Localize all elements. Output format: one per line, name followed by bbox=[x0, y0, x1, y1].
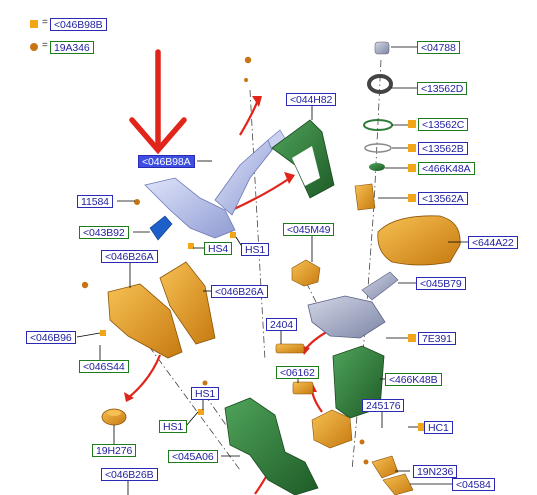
leader-markers bbox=[408, 120, 426, 431]
ring-13562b-part[interactable] bbox=[364, 143, 392, 153]
ring-13562d-part[interactable] bbox=[367, 74, 393, 94]
legend-equals-2: = bbox=[42, 40, 48, 51]
coil-19h276-part[interactable] bbox=[101, 408, 127, 426]
connector-043b92-part[interactable] bbox=[149, 215, 173, 241]
callout-045a06[interactable]: <045A06 bbox=[168, 450, 218, 463]
callout-hs1-b[interactable]: HS1 bbox=[191, 387, 220, 400]
callout-046b96[interactable]: <046B96 bbox=[26, 331, 76, 344]
callout-644a22[interactable]: <644A22 bbox=[468, 236, 518, 249]
bracket-06162-part[interactable] bbox=[292, 381, 314, 395]
frame-045a06-part[interactable] bbox=[224, 397, 319, 495]
callout-13562a[interactable]: <13562A bbox=[418, 192, 468, 205]
armrest-lid-644a22-part[interactable] bbox=[377, 215, 461, 266]
callout-19n236[interactable]: 19N236 bbox=[413, 465, 458, 478]
callout-245176[interactable]: 245176 bbox=[362, 399, 405, 412]
callout-043b92[interactable]: <043B92 bbox=[79, 226, 129, 239]
bracket-2404-part[interactable] bbox=[275, 343, 305, 354]
bracket-13562a-part[interactable] bbox=[354, 183, 376, 211]
callout-hs1-a[interactable]: HS1 bbox=[241, 243, 270, 256]
callout-hc1[interactable]: HC1 bbox=[424, 421, 453, 434]
callout-hs4[interactable]: HS4 bbox=[204, 242, 233, 255]
panel-045b79-part[interactable] bbox=[361, 271, 399, 301]
legend-equals: = bbox=[42, 17, 48, 28]
leader-lines bbox=[76, 46, 468, 495]
callout-hs1-c[interactable]: HS1 bbox=[159, 420, 188, 433]
callout-046b26b[interactable]: <046B26B bbox=[101, 468, 158, 481]
callout-2404[interactable]: 2404 bbox=[266, 318, 297, 331]
legend-circle-swatch bbox=[30, 43, 38, 51]
clips bbox=[100, 232, 236, 415]
legend-label-19a346: 19A346 bbox=[50, 41, 94, 54]
legend-square-swatch bbox=[30, 20, 38, 28]
callout-04788[interactable]: <04788 bbox=[417, 41, 460, 54]
fasteners bbox=[81, 56, 369, 465]
selection-arrow bbox=[129, 49, 187, 155]
callout-11584[interactable]: 11584 bbox=[77, 195, 113, 208]
clip-466k48a-part[interactable] bbox=[369, 163, 385, 171]
bracket-045m49-part[interactable] bbox=[291, 259, 321, 287]
callout-046b98a[interactable]: <046B98A bbox=[138, 155, 195, 168]
callout-046s44[interactable]: <046S44 bbox=[79, 360, 129, 373]
callout-06162[interactable]: <06162 bbox=[276, 366, 319, 379]
cover-04584-part[interactable] bbox=[382, 473, 414, 495]
callout-13562d[interactable]: <13562D bbox=[417, 82, 468, 95]
callout-7e391[interactable]: 7E391 bbox=[418, 332, 456, 345]
bezel-046b98a-part[interactable] bbox=[144, 129, 287, 239]
callout-19h276[interactable]: 19H276 bbox=[92, 444, 137, 457]
console-7e391-part[interactable] bbox=[307, 295, 386, 339]
callout-045b79[interactable]: <045B79 bbox=[416, 277, 466, 290]
callout-044h82[interactable]: <044H82 bbox=[286, 93, 337, 106]
callout-046b26a-2[interactable]: <046B26A bbox=[211, 285, 268, 298]
legend-label-046b98b: <046B98B bbox=[50, 18, 107, 31]
callout-466k48b[interactable]: <466K48B bbox=[385, 373, 442, 386]
panel-046b26a-right-part[interactable] bbox=[159, 261, 216, 345]
callout-466k48a[interactable]: <466K48A bbox=[418, 162, 475, 175]
panel-046b26a-left-part[interactable] bbox=[107, 283, 183, 359]
callout-04584[interactable]: <04584 bbox=[452, 478, 495, 491]
callout-13562c[interactable]: <13562C bbox=[418, 118, 469, 131]
knob-04788-part[interactable] bbox=[374, 41, 390, 55]
callout-046b26a-1[interactable]: <046B26A bbox=[101, 250, 158, 263]
callout-13562b[interactable]: <13562B bbox=[418, 142, 468, 155]
trim-044h82-part[interactable] bbox=[271, 119, 335, 199]
bracket-19n236-part[interactable] bbox=[371, 455, 399, 479]
callout-045m49[interactable]: <045M49 bbox=[283, 223, 335, 236]
mechanism-245176-part[interactable] bbox=[311, 409, 353, 449]
